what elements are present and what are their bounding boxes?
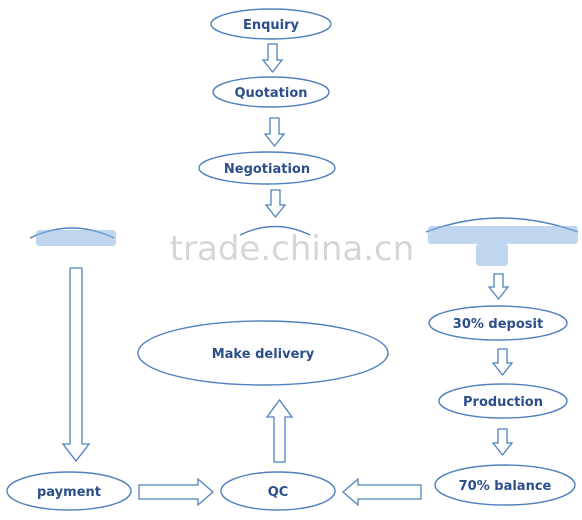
node-qc-label: QC <box>268 485 289 500</box>
arrow-qc-to-make-delivery <box>265 398 294 463</box>
arrow-quotation-to-negotiation <box>263 117 286 148</box>
arrow-enquiry-to-quotation <box>261 43 284 74</box>
node-make-delivery-label: Make delivery <box>212 347 315 362</box>
node-production-label: Production <box>463 395 543 410</box>
node-make-delivery: Make delivery <box>137 320 389 386</box>
obscured-right-node <box>425 217 579 266</box>
node-quotation: Quotation <box>212 76 330 108</box>
node-quotation-label: Quotation <box>234 86 307 101</box>
node-negotiation: Negotiation <box>198 151 336 185</box>
arrow-deposit-to-production <box>491 348 514 377</box>
node-deposit: 30% deposit <box>428 305 568 341</box>
arrow-balance-to-qc <box>342 477 422 507</box>
node-balance: 70% balance <box>434 464 576 506</box>
arrow-production-to-balance <box>491 428 514 457</box>
arrow-negotiation-down <box>264 189 287 219</box>
node-enquiry: Enquiry <box>210 8 332 40</box>
node-payment-label: payment <box>37 485 101 500</box>
node-negotiation-label: Negotiation <box>224 162 310 177</box>
arrow-right-to-deposit <box>487 273 510 301</box>
obscured-left-node <box>29 227 116 246</box>
node-deposit-label: 30% deposit <box>453 317 543 332</box>
node-balance-label: 70% balance <box>459 479 552 494</box>
arrow-left-long-down <box>61 267 91 463</box>
arrow-payment-to-qc <box>138 477 214 507</box>
node-payment: payment <box>6 471 132 511</box>
node-production: Production <box>438 383 568 419</box>
node-enquiry-label: Enquiry <box>243 18 300 33</box>
watermark-text: trade.china.cn <box>170 229 415 269</box>
node-qc: QC <box>220 471 336 511</box>
obscured-center-node <box>239 225 311 236</box>
